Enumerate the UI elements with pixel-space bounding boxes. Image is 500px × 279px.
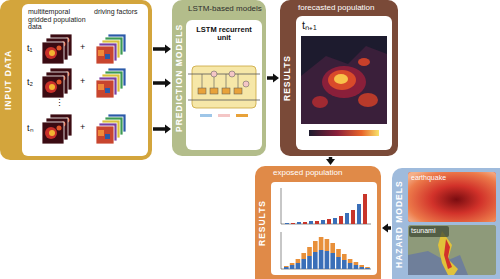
panel-title: HAZARD MODELS xyxy=(395,180,404,268)
box-label: exposed population xyxy=(273,169,377,178)
arrow-head xyxy=(165,45,171,54)
earthquake-image: earthquake xyxy=(408,172,496,222)
stack-label: tₙ xyxy=(27,124,34,133)
arrow-shaft xyxy=(267,76,274,80)
arrow-head xyxy=(165,125,171,134)
hazard-panel: HAZARD MODELS earthquake tsunami xyxy=(392,168,500,279)
box-label: driving factors xyxy=(94,8,144,16)
arrow-shaft xyxy=(153,81,166,85)
population-map xyxy=(296,16,392,150)
box-label: LSTM-based models xyxy=(188,5,264,14)
flow-arrow xyxy=(326,157,335,165)
arrow-head xyxy=(165,79,171,88)
box-label: LSTM recurrent unit xyxy=(189,26,259,43)
stack-label: + xyxy=(80,123,85,132)
flow-arrow xyxy=(153,45,171,54)
exposure-charts xyxy=(255,166,381,279)
forecast-panel: RESULTS forecasted population tₙ₊₁ xyxy=(280,0,398,156)
stack-label: + xyxy=(80,77,85,86)
arrow-head xyxy=(326,159,335,165)
lstm-box: LSTM recurrent unit xyxy=(186,20,262,150)
panel-title: RESULTS xyxy=(283,55,292,101)
tsunami-image: tsunami xyxy=(408,225,496,275)
arrow-head xyxy=(273,74,279,83)
models-panel: PREDICTION MODELS LSTM-based modelsLSTM r… xyxy=(172,0,266,156)
box-label: multitemporal gridded population data xyxy=(28,8,88,31)
box-label: tₙ₊₁ xyxy=(302,19,317,31)
panel-title: PREDICTION MODELS xyxy=(175,24,184,132)
box-label: tsunami xyxy=(411,227,436,235)
arrow-shaft xyxy=(153,47,166,51)
input-panel: INPUT DATA multitemporal gridded populati… xyxy=(0,0,152,160)
box-label: earthquake xyxy=(411,174,446,182)
input-illustration xyxy=(0,0,152,160)
stack-label: t₁ xyxy=(27,44,33,53)
flow-arrow xyxy=(382,224,391,233)
stack-label: ⋮ xyxy=(55,99,64,108)
arrow-head xyxy=(382,224,388,233)
arrow-shaft xyxy=(153,127,166,131)
panel-title: RESULTS xyxy=(258,200,267,246)
flow-arrow xyxy=(153,125,171,134)
exposure-panel: RESULTS exposed population xyxy=(255,166,381,279)
flow-arrow xyxy=(153,79,171,88)
forecast-map-box: tₙ₊₁ xyxy=(296,16,392,150)
stack-label: + xyxy=(80,43,85,52)
box-label: forecasted population xyxy=(298,4,394,13)
stack-label: t₂ xyxy=(27,78,33,87)
flow-arrow xyxy=(267,74,279,83)
panel-title: INPUT DATA xyxy=(4,50,13,110)
